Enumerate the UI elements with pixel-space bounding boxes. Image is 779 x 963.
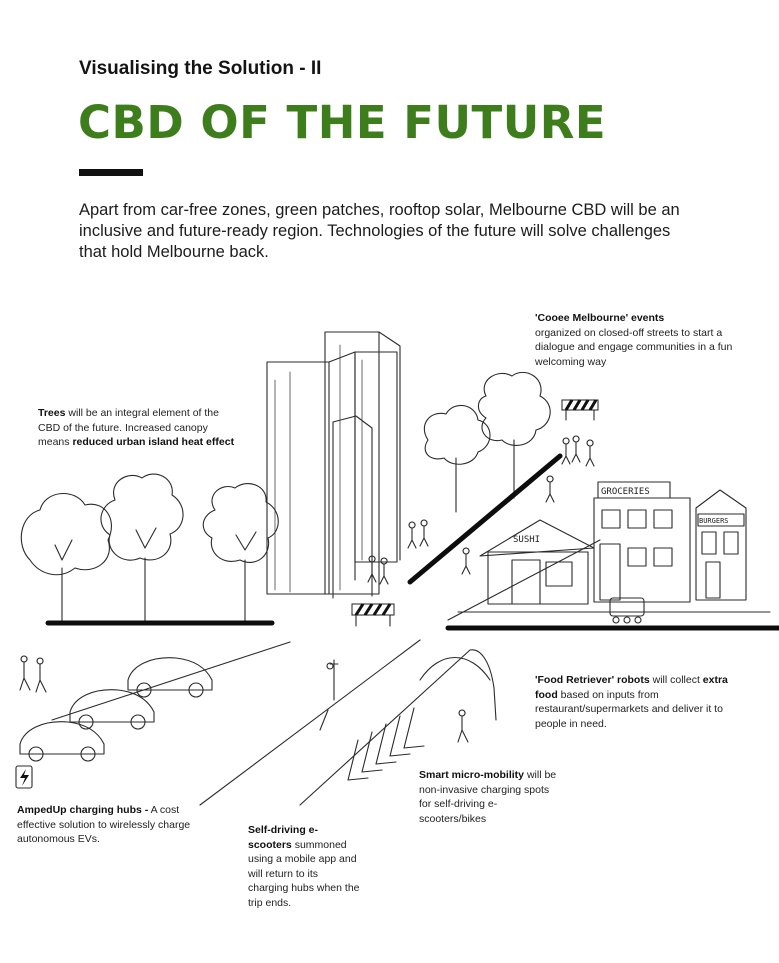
annotation-cooee-text: organized on closed-off streets to start… xyxy=(535,326,733,368)
tree-group-right xyxy=(423,371,551,513)
food-robot xyxy=(609,597,645,624)
annotation-cooee-events: 'Cooee Melbourne' events organized on cl… xyxy=(535,311,735,369)
annotation-food-text1: will collect xyxy=(649,674,703,686)
section-subtitle: Visualising the Solution - II xyxy=(79,58,322,79)
scooter-rack xyxy=(319,659,425,781)
annotation-food-bold1: 'Food Retriever' robots xyxy=(535,674,650,686)
skyscrapers xyxy=(266,331,401,599)
shop-buildings: SUSHI GROCERIES BURGERS xyxy=(479,481,747,605)
annotation-trees-bold2: reduced urban island heat effect xyxy=(72,436,235,448)
bolt-icon xyxy=(15,765,33,789)
annotation-micro-bold: Smart micro-mobility xyxy=(419,769,525,781)
annotation-micro-mobility: Smart micro-mobility will be non-invasiv… xyxy=(419,768,559,826)
annotation-food-bold2: extra food xyxy=(535,674,728,701)
annotation-ampedup-text: A cost effective solution to wirelessly … xyxy=(17,804,191,845)
annotation-micro-text: will be non-invasive charging spots for … xyxy=(419,769,557,825)
groceries-sign: GROCERIES xyxy=(601,487,650,497)
autonomous-cars xyxy=(19,657,213,762)
annotation-trees-bold1: Trees xyxy=(38,407,66,419)
pedestrians xyxy=(19,435,595,743)
annotation-ampedup-bold: AmpedUp charging hubs - xyxy=(17,804,149,816)
burgers-sign: BURGERS xyxy=(699,517,729,525)
annotation-trees-text1: will be an integral element of the CBD o… xyxy=(38,407,219,448)
page-title: CBD OF THE FUTURE xyxy=(78,96,607,149)
intro-paragraph: Apart from car-free zones, green patches… xyxy=(79,201,680,261)
closed-street-line xyxy=(407,453,563,585)
annotation-scooters-bold: Self-driving e-scooters xyxy=(248,824,319,851)
annotation-ampedup-hubs: AmpedUp charging hubs - A cost effective… xyxy=(17,803,197,847)
annotation-cooee-bold: 'Cooee Melbourne' events xyxy=(535,312,665,324)
annotation-trees: Trees will be an integral element of the… xyxy=(38,406,238,450)
annotation-food-robots: 'Food Retriever' robots will collect ext… xyxy=(535,673,731,731)
lower-road-lines xyxy=(51,639,497,806)
road-barriers xyxy=(351,399,599,627)
annotation-self-driving-scooters: Self-driving e-scooters summoned using a… xyxy=(248,823,360,910)
title-underline xyxy=(79,169,143,176)
sushi-sign: SUSHI xyxy=(513,535,540,545)
tree-row-left xyxy=(20,473,279,626)
annotation-food-text2: based on inputs from restaurant/supermar… xyxy=(535,688,723,730)
annotation-scooters-text: summoned using a mobile app and will ret… xyxy=(248,838,360,909)
